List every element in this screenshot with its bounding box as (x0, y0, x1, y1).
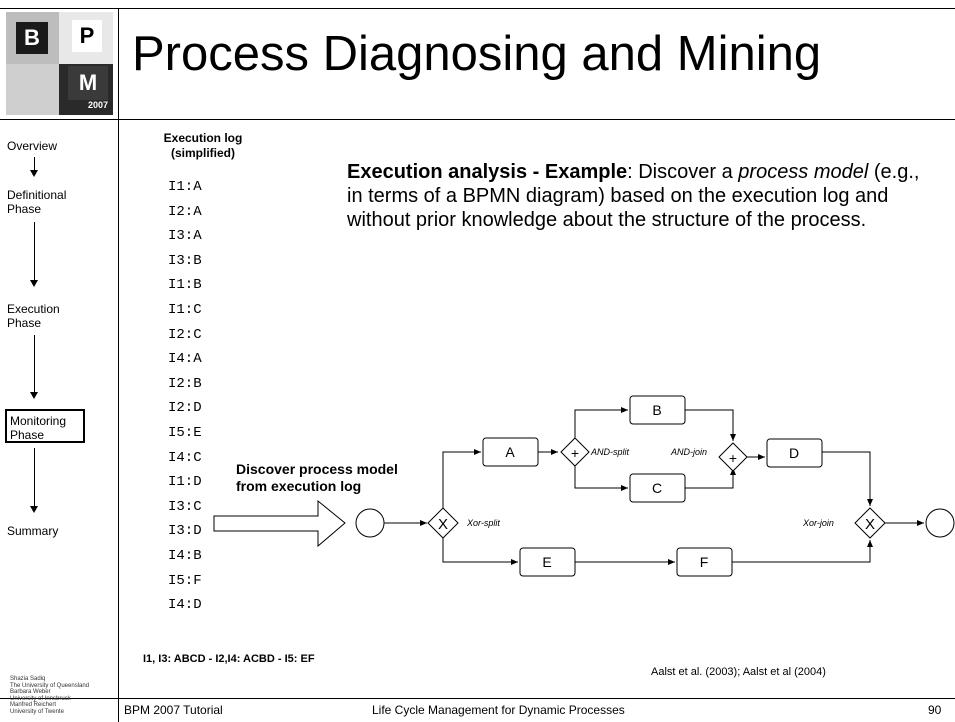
log-entry: I2:B (168, 375, 202, 392)
author-line: Barbara Weber (10, 689, 51, 695)
end-event (925, 508, 955, 538)
page-number: 90 (928, 703, 942, 717)
sidebar-item-definitional-phase[interactable]: Definitional Phase (7, 188, 97, 216)
author-credits: Shazia Sadiq The University of Queenslan… (10, 676, 89, 715)
footer-title: Life Cycle Management for Dynamic Proces… (372, 703, 625, 717)
log-entry: I3:D (168, 523, 202, 540)
log-entry: I4:B (168, 548, 202, 564)
sidebar-item-label: Monitoring Phase (10, 414, 67, 442)
log-entry: I1:C (168, 302, 202, 318)
footer-tutorial: BPM 2007 Tutorial (124, 703, 223, 717)
logo-letter-b: B (16, 22, 48, 54)
log-title: Execution log (simplified) (163, 131, 243, 160)
example-description: Execution analysis - Example: Discover a… (347, 161, 920, 231)
log-entry: I1:A (168, 179, 202, 195)
svg-text:+: + (729, 450, 737, 466)
svg-text:X: X (865, 516, 875, 533)
log-entry: I3:B (168, 252, 202, 269)
sidebar-item-overview[interactable]: Overview (7, 139, 57, 153)
sidebar-item-label: Execution Phase (7, 302, 60, 330)
footer-divider (0, 698, 955, 699)
log-entry: I2:C (168, 326, 202, 343)
author-line: Shazia Sadiq (10, 676, 46, 682)
author-line: Manfred Reichert (10, 702, 57, 708)
sidebar-arrow (34, 222, 35, 280)
sidebar-arrow (34, 448, 35, 506)
log-entry: I3:A (168, 228, 202, 245)
log-entry: I2:A (168, 203, 202, 220)
and-join-label: AND-join (670, 447, 707, 457)
sidebar-arrow (34, 335, 35, 392)
log-entry: I4:C (168, 449, 202, 466)
arrow-down-icon (30, 170, 38, 177)
author-line: University of Innsbruck (10, 695, 71, 702)
and-split-label: AND-split (590, 447, 630, 457)
top-border (0, 8, 955, 9)
log-entry: I2:D (168, 400, 202, 417)
and-join-gateway (718, 442, 748, 472)
svg-text:C: C (652, 480, 662, 496)
start-event (355, 508, 385, 538)
arrow-down-icon (30, 506, 38, 513)
citation: Aalst et al. (2003); Aalst et al (2004) (651, 666, 826, 678)
logo-letter-p: P (72, 20, 102, 52)
log-entry: I3:C (168, 498, 202, 515)
sidebar-divider (118, 8, 119, 722)
svg-text:B: B (652, 402, 661, 418)
xor-join-label: Xor-join (802, 518, 834, 528)
sidebar-item-summary[interactable]: Summary (7, 524, 58, 538)
xor-split-label: Xor-split (466, 518, 500, 528)
sidebar-item-label: Definitional Phase (7, 188, 67, 216)
log-summary: I1, I3: ABCD - I2,I4: ACBD - I5: EF (143, 653, 315, 665)
log-entry: I4:D (168, 597, 202, 614)
logo-letter-m: M (68, 66, 108, 100)
arrow-down-icon (30, 392, 38, 399)
log-entry: I4:A (168, 351, 202, 368)
description-bold: Execution analysis - Example (347, 161, 628, 183)
xor-join-gateway (854, 507, 886, 539)
svg-text:E: E (542, 554, 551, 570)
sidebar-item-label: Summary (7, 524, 59, 538)
log-entry: I1:B (168, 277, 202, 294)
sidebar-item-execution-phase[interactable]: Execution Phase (7, 302, 97, 330)
log-entry: I5:E (168, 425, 202, 441)
arrow-down-icon (30, 280, 38, 287)
discover-arrow-icon (213, 499, 346, 548)
svg-text:+: + (571, 445, 579, 461)
svg-text:A: A (505, 444, 515, 460)
page-title: Process Diagnosing and Mining (132, 27, 822, 81)
task-d (766, 438, 823, 468)
header-divider (0, 119, 955, 120)
sidebar-item-label: Overview (7, 139, 58, 153)
log-entry: I5:F (168, 572, 202, 589)
bpm-logo: B P M 2007 (6, 12, 113, 115)
author-line: University of Twente (10, 708, 64, 715)
logo-year: 2007 (87, 100, 109, 110)
sidebar-arrow (34, 157, 35, 170)
discover-label: Discover process model from execution lo… (236, 461, 398, 494)
author-line: The University of Queensland (10, 682, 90, 689)
log-entry: I1:D (168, 474, 202, 491)
svg-text:X: X (438, 516, 448, 533)
svg-text:F: F (700, 554, 709, 570)
sidebar-item-monitoring-phase[interactable]: Monitoring Phase (5, 409, 85, 443)
svg-text:D: D (789, 445, 799, 461)
